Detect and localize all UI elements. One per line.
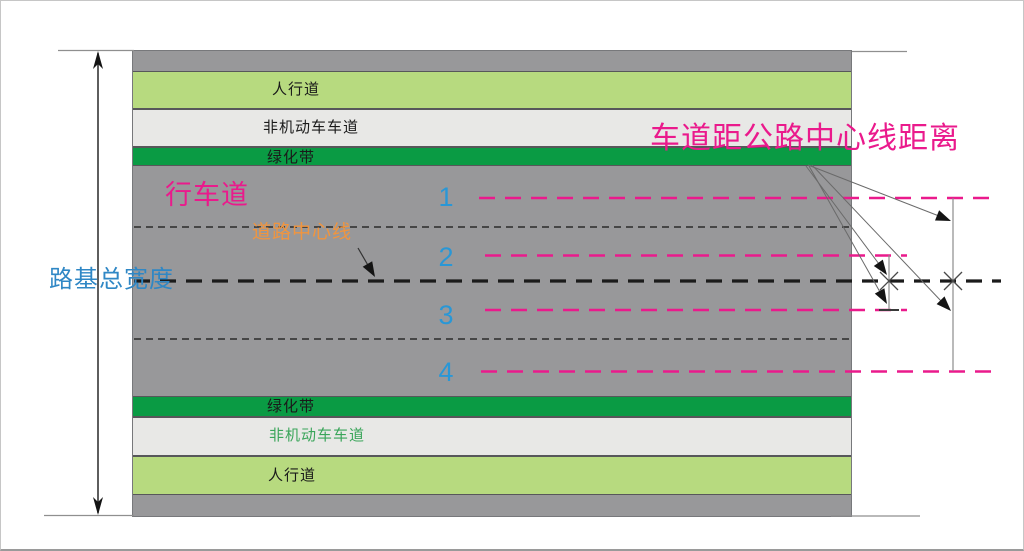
arrowhead-down-icon — [93, 497, 103, 515]
greenbelt-band-top — [133, 147, 851, 166]
carriageway-label: 行车道 — [165, 180, 249, 210]
leader-line-lane4 — [811, 164, 943, 303]
sidewalk-band-top — [133, 71, 851, 109]
greenbelt-bottom-label: 绿化带 — [266, 398, 315, 415]
x-mark-inner — [879, 271, 899, 291]
sidewalk-band-bottom — [133, 456, 851, 495]
leader-arrowhead-lane3-icon — [874, 288, 887, 304]
roadbed-width-label: 路基总宽度 — [49, 266, 174, 293]
lane-number-2: 2 — [438, 242, 454, 272]
leader-line-lane3 — [808, 165, 881, 293]
lane-number-1: 1 — [438, 182, 454, 212]
lane-number-3: 3 — [438, 300, 454, 330]
arrowhead-up-icon — [93, 51, 103, 69]
shoulder-band-top — [133, 51, 851, 71]
leader-arrowhead-lane1-icon — [935, 210, 951, 221]
shoulder-band-bottom — [133, 495, 851, 516]
non-motor-lane-band-top — [133, 109, 851, 147]
sidewalk-bottom-label: 人行道 — [267, 467, 316, 484]
lane-number-4: 4 — [438, 357, 454, 387]
leader-line-lane1 — [807, 164, 940, 217]
leader-arrowhead-lane4-icon — [936, 296, 951, 311]
greenbelt-band-bottom — [133, 396, 851, 417]
non-motor-bottom-label: 非机动车车道 — [268, 427, 365, 444]
non-motor-top-label: 非机动车车道 — [262, 119, 359, 136]
non-motor-lane-band-bottom — [133, 417, 851, 456]
greenbelt-top-label: 绿化带 — [266, 149, 315, 166]
centerline-pointer-arrowhead-icon — [362, 261, 375, 277]
sidewalk-top-label: 人行道 — [271, 81, 320, 98]
leader-arrowhead-lane2-icon — [873, 259, 887, 275]
road-centerline-label: 道路中心线 — [252, 222, 353, 243]
lane-distance-label: 车道距公路中心线距离 — [650, 122, 960, 155]
roadbed-outline — [132, 50, 852, 517]
centerline-pointer-line — [357, 247, 370, 268]
x-mark-outer — [943, 271, 963, 291]
